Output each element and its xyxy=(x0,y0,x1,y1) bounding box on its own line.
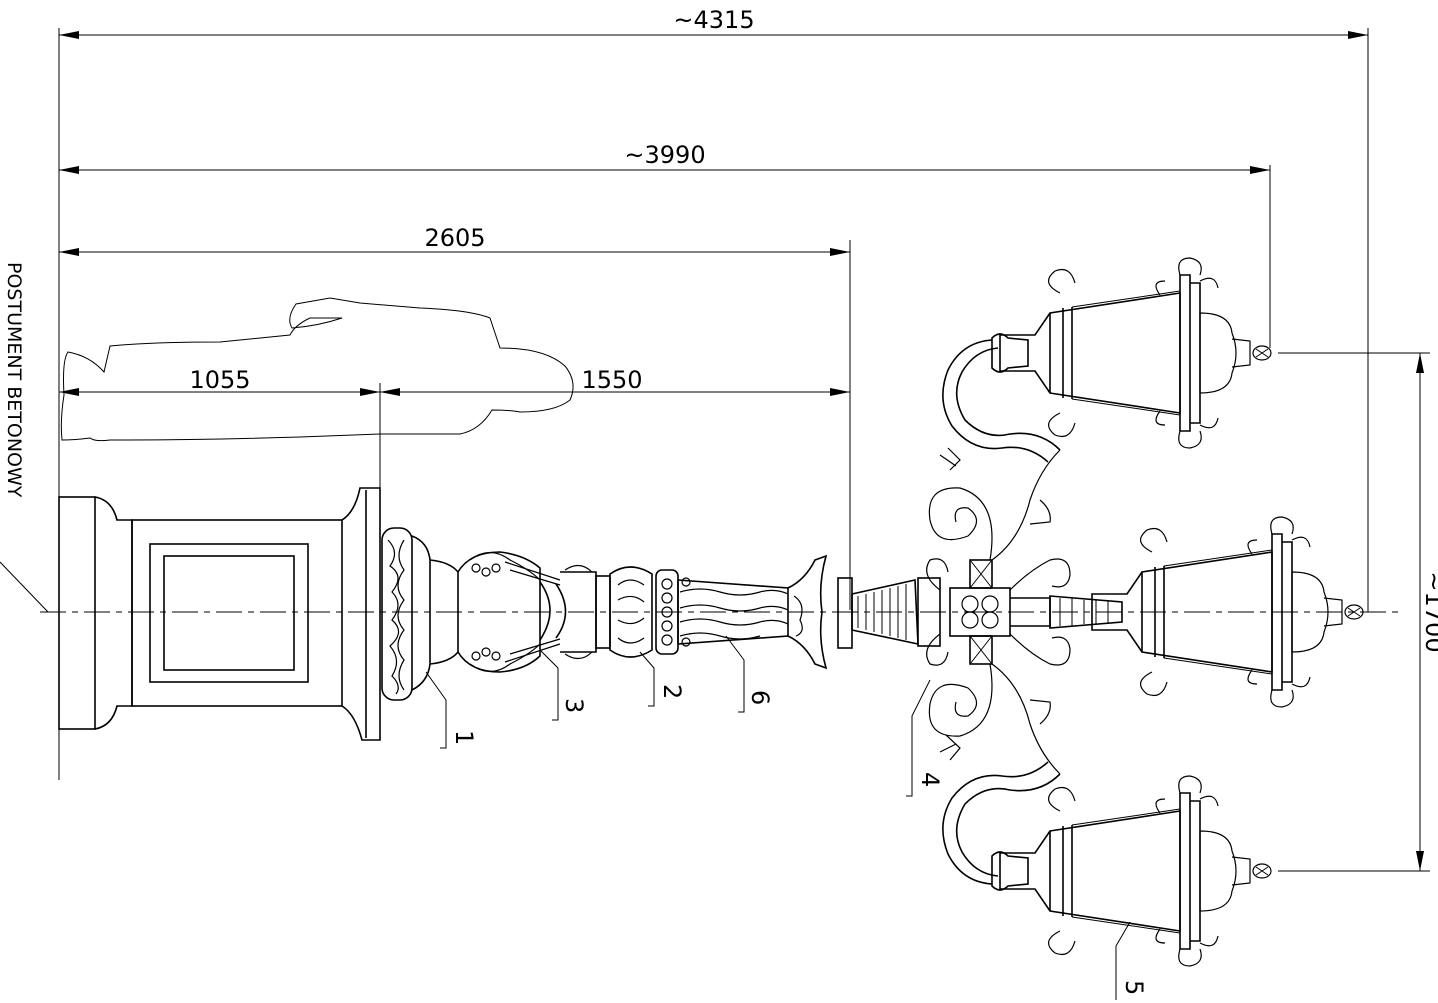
callout-leaders xyxy=(425,635,1131,1000)
column xyxy=(381,527,828,701)
dim-post-length-label: 2605 xyxy=(424,224,485,252)
dim-overall-label: ~4315 xyxy=(673,6,754,34)
concrete-pedestal xyxy=(58,487,381,741)
callout-6: 6 xyxy=(746,690,774,705)
lantern-top xyxy=(999,257,1272,449)
callout-1: 1 xyxy=(450,730,478,745)
lamp-head-bracket xyxy=(837,333,1123,891)
callout-2: 2 xyxy=(658,684,686,699)
callout-5: 5 xyxy=(1120,980,1148,995)
callout-4: 4 xyxy=(916,772,944,787)
callout-3: 3 xyxy=(560,698,588,713)
pedestal-label: POSTUMENT BETONOWY xyxy=(3,262,25,498)
dim-pedestal-label: 1055 xyxy=(189,366,250,394)
dim-column-label: 1550 xyxy=(581,366,642,394)
lantern-bottom xyxy=(999,775,1272,967)
human-silhouette xyxy=(60,297,574,442)
dim-lantern-spread-label: ~1700 xyxy=(1420,571,1438,652)
dim-arm-reach-label: ~3990 xyxy=(624,141,705,169)
